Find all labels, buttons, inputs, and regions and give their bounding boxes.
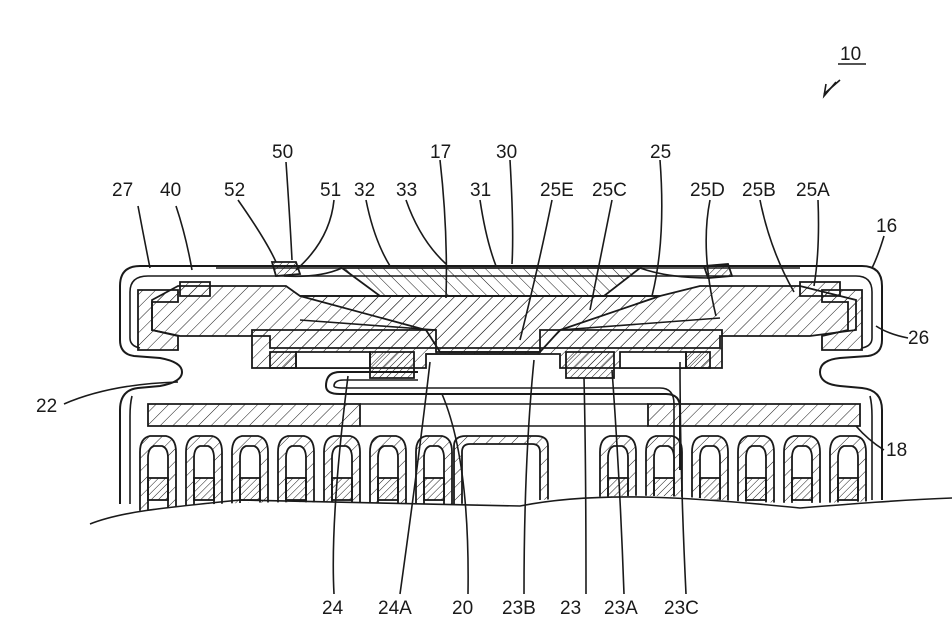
- label-24A: 24A: [378, 598, 412, 619]
- label-25D: 25D: [690, 180, 725, 201]
- label-31: 31: [470, 180, 491, 201]
- label-52: 52: [224, 180, 245, 201]
- seal-left: [272, 262, 300, 276]
- label-30: 30: [496, 142, 517, 163]
- cell-band: [792, 478, 812, 500]
- center-cell-core: [462, 444, 540, 540]
- label-18: 18: [886, 440, 907, 461]
- label-33: 33: [396, 180, 417, 201]
- lower-cells: [140, 436, 866, 540]
- cell-band: [838, 478, 858, 500]
- label-32: 32: [354, 180, 375, 201]
- label-27: 27: [112, 180, 133, 201]
- label-23: 23: [560, 598, 581, 619]
- label-23B: 23B: [502, 598, 536, 619]
- label-51: 51: [320, 180, 341, 201]
- cell-band: [240, 478, 260, 500]
- label-40: 40: [160, 180, 181, 201]
- cell-band: [746, 478, 766, 500]
- label-24: 24: [322, 598, 344, 619]
- cell-band: [424, 478, 444, 500]
- label-20: 20: [452, 598, 473, 619]
- label-25C: 25C: [592, 180, 627, 201]
- label-25: 25: [650, 142, 671, 163]
- cell-band: [148, 478, 168, 500]
- cell-band: [700, 478, 720, 500]
- label-22: 22: [36, 396, 57, 417]
- label-10: 10: [840, 44, 861, 65]
- label-17: 17: [430, 142, 451, 163]
- label-25A: 25A: [796, 180, 830, 201]
- cell-band: [286, 478, 306, 500]
- label-25E: 25E: [540, 180, 574, 201]
- label-16: 16: [876, 216, 897, 237]
- cell-band: [332, 478, 352, 500]
- cell-band: [378, 478, 398, 500]
- label-25B: 25B: [742, 180, 776, 201]
- label-23C: 23C: [664, 598, 699, 619]
- label-23A: 23A: [604, 598, 638, 619]
- cell-band: [194, 478, 214, 500]
- label-26: 26: [908, 328, 929, 349]
- label-50: 50: [272, 142, 293, 163]
- inner-plate: [148, 404, 860, 426]
